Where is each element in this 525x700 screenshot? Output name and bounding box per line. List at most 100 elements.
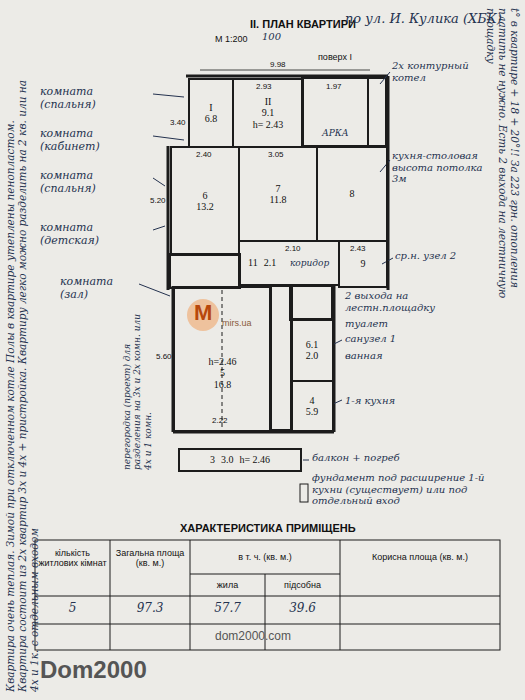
dimension: 2.10 <box>285 244 301 253</box>
room-label: 3 <box>210 454 215 466</box>
dimension: 5.60 <box>156 352 172 361</box>
dimension: 9.98 <box>270 60 286 69</box>
room-label: 13.2 <box>196 201 214 213</box>
handwritten-note: по ул. И. Кулика (ХБК) <box>345 12 502 27</box>
entry-wall <box>290 286 332 320</box>
leader-line <box>153 94 184 97</box>
room-label: 3.0 <box>221 454 234 466</box>
room-label: h= 2.46 <box>239 454 270 466</box>
leader-line <box>153 178 165 186</box>
watermark-logo <box>187 299 219 331</box>
room-label: I <box>209 102 212 114</box>
table-cell: 97.3 <box>112 602 188 616</box>
room-note: ванная <box>345 350 383 362</box>
watermark: mirs.ua <box>222 318 252 328</box>
dimension: 3.40 <box>170 118 186 127</box>
table-header: Загальна площа (кв. м.) <box>112 548 188 569</box>
leader-line <box>153 136 184 140</box>
watermark: M <box>194 300 212 325</box>
table-title: ХАРАКТЕРИСТИКА ПРИМІЩЕНЬ <box>180 522 356 535</box>
room-box: h=2.46516.8 <box>173 286 272 432</box>
room-note: комната (кабинет) <box>40 128 152 153</box>
room-label: 4 <box>310 395 315 407</box>
room-box: 8 <box>316 146 388 242</box>
dimension: 5.20 <box>150 196 166 205</box>
room-note: кухня-столовая высота потолка 3м <box>392 150 490 185</box>
room-note: 2х контурный котел <box>392 60 488 83</box>
room-wall <box>302 78 368 146</box>
watermark: Dom2000 <box>40 656 147 684</box>
leader-line <box>380 72 390 84</box>
room-note: санузел 1 <box>345 333 396 345</box>
room-label: II <box>265 96 272 108</box>
room-note: 2 выхода на лестн.площадку <box>345 290 485 313</box>
table-header: Корисна площа (кв. м.) <box>342 552 498 562</box>
room-box: I6.8 <box>188 78 234 148</box>
room-label: 16.8 <box>214 379 232 391</box>
room-note: комната (спальня) <box>40 170 152 195</box>
room-note: балкон + погреб <box>312 452 400 464</box>
table-cell: 5 <box>37 602 108 616</box>
leader-line <box>334 340 342 344</box>
room-label: 6 <box>203 190 208 202</box>
table-cell: 39.6 <box>267 602 338 616</box>
table-header: жила <box>192 580 263 590</box>
table-header: кількість житлових кімнат <box>37 548 108 569</box>
room-box: 6.12.0 <box>290 318 334 382</box>
foundation-mark <box>300 484 308 502</box>
plan-title: II. ПЛАН КВАРТИРИ <box>250 18 356 30</box>
dimension: 2.40 <box>196 150 212 159</box>
room-note: фундамент под расширение 1-й кухни (суще… <box>312 472 492 507</box>
leader-line <box>139 284 170 296</box>
table-header: підсобна <box>267 580 338 590</box>
scale: М 1:200 <box>215 34 248 44</box>
room-label: 6.1 <box>306 339 319 351</box>
handwritten-note: Квартира очень теплая. Зимой при отключе… <box>4 70 40 692</box>
room-note: комната (зал) <box>60 276 140 301</box>
room-label: h= 2.43 <box>253 119 284 131</box>
room-label: 6.8 <box>205 113 218 125</box>
leader-line <box>303 460 309 461</box>
room-label: 8 <box>350 188 355 200</box>
partition-note: перегородка (проект) для разделения на 3… <box>122 302 153 470</box>
room-note: ср.н. узел 2 <box>395 250 487 262</box>
room-label: 7 <box>276 183 281 195</box>
room-note: комната (детская) <box>40 222 152 247</box>
corridor-wall <box>270 286 292 430</box>
boiler-wall <box>368 78 386 146</box>
leader-line <box>153 226 165 230</box>
room-note: комната (спальня) <box>40 86 152 111</box>
room-note: туалет <box>345 318 388 330</box>
table-grid <box>35 540 500 650</box>
dimension: 2.93 <box>256 82 272 91</box>
room-note: 1-я кухня <box>345 395 395 407</box>
dimension: 2.43 <box>350 244 366 253</box>
dimension: 2.22 <box>212 416 228 425</box>
room-label: 9 <box>361 258 366 270</box>
watermark: dom2000.com <box>215 630 291 644</box>
room-box: 3 3.0 h= 2.46 <box>178 448 302 472</box>
room-box: 613.2 <box>170 146 240 256</box>
handwritten-note: t° в квартире + 18 + 20°!! За 223 грн. о… <box>485 8 521 338</box>
room-label: 5 <box>220 367 225 379</box>
dimension: 3.05 <box>268 150 284 159</box>
room-label: 9.1 <box>262 107 275 119</box>
room-label: 2.0 <box>306 350 319 362</box>
table-header: в т. ч. (кв. м.) <box>192 552 338 562</box>
dimension-line <box>200 70 370 71</box>
room-wall <box>170 254 240 288</box>
room-label: 11.8 <box>269 194 286 206</box>
floor-number: поверх І <box>318 52 352 62</box>
room-note: коридор <box>290 258 329 268</box>
room-note: АРКА <box>322 128 349 138</box>
leader-line <box>333 400 342 404</box>
room-label: 11 <box>248 257 258 269</box>
leader-line <box>380 160 390 172</box>
room-label: h=2.46 <box>208 356 236 368</box>
table-cell: 57.7 <box>192 602 263 616</box>
room-box: 45.9 <box>290 380 334 432</box>
room-label: 2.1 <box>264 257 277 269</box>
room-box: 711.8 <box>238 146 318 242</box>
room-label: 5.9 <box>306 406 319 418</box>
